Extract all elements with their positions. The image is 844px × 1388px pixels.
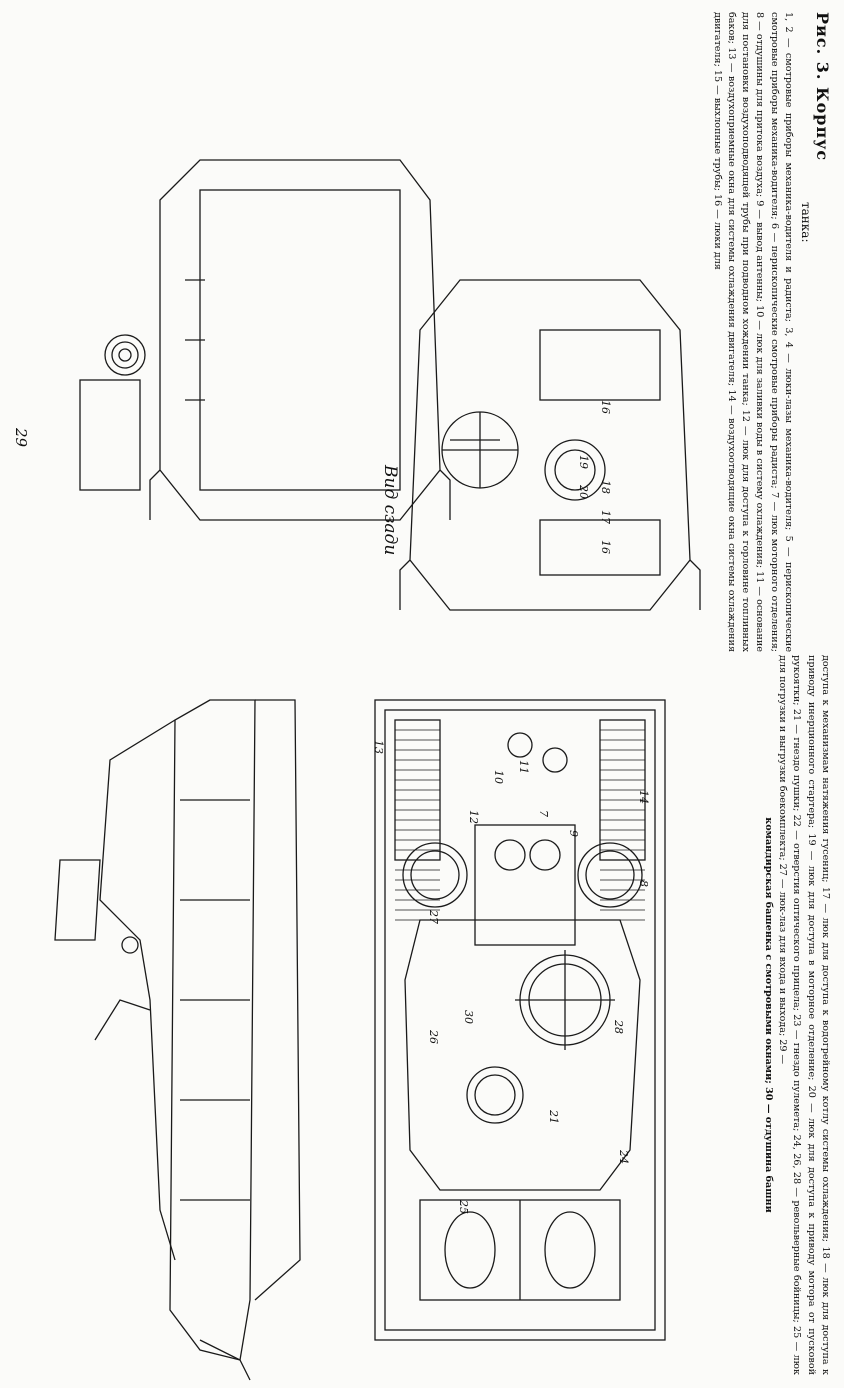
label-17: 17 (599, 510, 612, 524)
label-9: 9 (567, 830, 580, 837)
caption-bottom-text: доступа к механизмам натяжения гусениц; … (777, 655, 831, 1375)
front-view-drawing (79, 159, 451, 521)
label-16a: 16 (599, 540, 612, 554)
label-18: 18 (599, 480, 612, 494)
label-20: 20 (577, 485, 590, 499)
label-11: 11 (517, 760, 530, 774)
figure-caption-right: Рис. 3. Корпус танка: 1, 2 — смотровые п… (632, 12, 832, 652)
rear-view-label: Вид сзади (380, 465, 400, 556)
label-28: 28 (612, 1020, 625, 1034)
label-8: 8 (637, 880, 650, 887)
figure-title: Рис. 3. Корпус (813, 12, 832, 162)
label-19: 19 (577, 455, 590, 469)
figure-caption-bottom: доступа к механизмам натяжения гусениц; … (692, 655, 832, 1375)
caption-last-line: командирская башенка с смотровыми окнами… (762, 817, 774, 1213)
label-27: 27 (427, 910, 440, 924)
figure-subtitle: танка: (799, 202, 813, 243)
label-29: 29 (12, 428, 30, 448)
label-21: 21 (547, 1110, 560, 1124)
label-7: 7 (537, 810, 550, 817)
label-26: 26 (427, 1030, 440, 1044)
rear-view-drawing (399, 279, 701, 611)
label-16b: 16 (599, 400, 612, 414)
label-24: 24 (617, 1150, 630, 1164)
label-10: 10 (492, 770, 505, 784)
label-30: 30 (462, 1010, 475, 1024)
label-25: 25 (457, 1200, 470, 1214)
caption-right-text: 1, 2 — смотровые приборы механика-водите… (711, 12, 794, 652)
side-view-drawing (54, 699, 301, 1381)
label-13: 13 (372, 740, 385, 754)
label-14: 14 (637, 790, 650, 804)
label-12: 12 (467, 810, 480, 824)
top-view-drawing (374, 699, 666, 1341)
